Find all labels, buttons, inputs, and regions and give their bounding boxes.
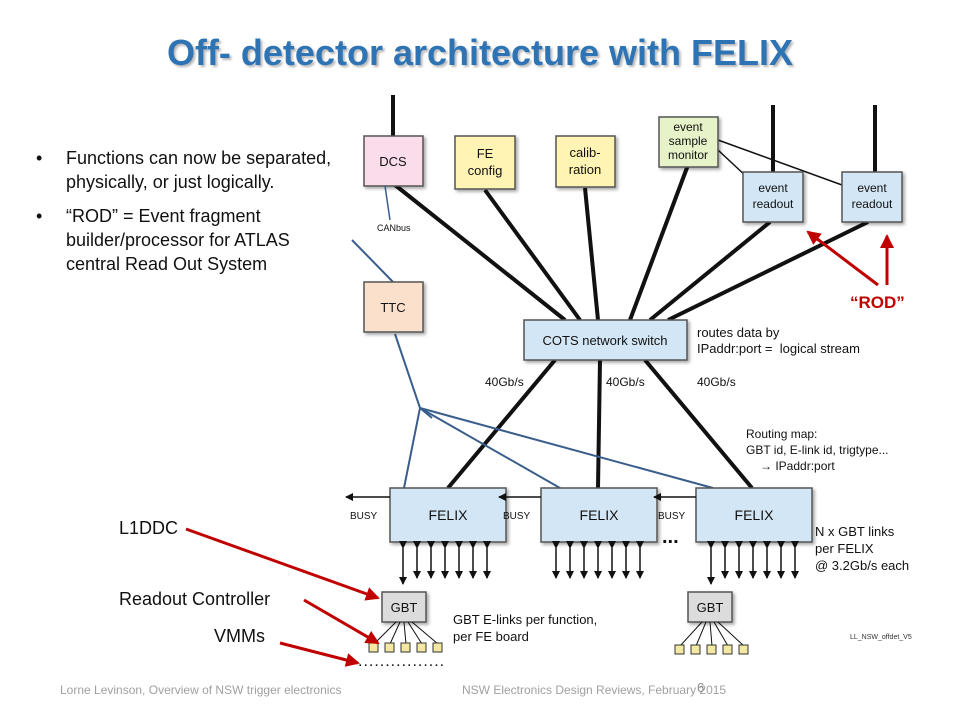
busy-label-3: BUSY: [658, 511, 686, 522]
gbt-box-1: GBT: [381, 591, 427, 623]
event-readout-box-2: event readout: [841, 171, 903, 223]
ttc-felix2-line: [419, 407, 561, 489]
felix-ellipsis: ...: [662, 526, 679, 548]
monitor-readout2-line: [717, 139, 843, 186]
l1ddc-label: L1DDC: [119, 518, 179, 538]
canbus-label: CANbus: [377, 223, 411, 233]
bullet-item: Functions can now be separated, physical…: [36, 146, 336, 194]
busy-label-2: BUSY: [503, 511, 531, 522]
dcs-switch-line: [393, 183, 567, 322]
gbt-links-note-1: N x GBT links: [815, 524, 895, 539]
fe-config-label-1: FE: [477, 146, 494, 161]
ttc-top-line: [351, 239, 394, 283]
monitor-label-3: monitor: [668, 148, 708, 162]
ttc-label: TTC: [380, 300, 405, 315]
monitor-switch-line: [628, 164, 690, 321]
vmms-label: VMMs: [214, 626, 265, 646]
routing-map-1: Routing map:: [746, 427, 817, 441]
felix-label: FELIX: [580, 507, 620, 523]
monitor-label-1: event: [673, 120, 703, 134]
bullet-list: Functions can now be separated, physical…: [36, 146, 336, 286]
ttc-arrow-line: [419, 407, 433, 419]
calibration-label-1: calib-: [569, 145, 600, 160]
elinks-note-2: per FE board: [453, 629, 529, 644]
felix-box-3: FELIX: [695, 487, 813, 543]
busy-label-1: BUSY: [350, 511, 378, 522]
fe-config-box: FE config: [454, 135, 516, 190]
routing-map-2: GBT id, E-link id, trigtype...: [746, 443, 889, 457]
l1ddc-arrow: [185, 527, 380, 601]
vmm-dotted-row: ................: [358, 653, 445, 670]
vmms-arrow: [279, 641, 360, 667]
felix-label: FELIX: [429, 507, 469, 523]
footer-left: Lorne Levinson, Overview of NSW trigger …: [60, 683, 342, 697]
gbt-link-arrows: [399, 541, 799, 585]
elink-boxes: [368, 642, 749, 655]
event-sample-monitor-box: event sample monitor: [658, 116, 719, 168]
footer-center: NSW Electronics Design Reviews, February…: [462, 683, 727, 697]
label-arrows: [185, 527, 380, 667]
bullet-item: “ROD” = Event fragment builder/processor…: [36, 204, 336, 276]
routes-note-1: routes data by: [697, 325, 780, 340]
readout-controller-label: Readout Controller: [119, 589, 271, 609]
readout1-switch-line: [648, 220, 772, 322]
gbt-label: GBT: [697, 600, 724, 615]
figure-id: LL_NSW_offdet_V5: [850, 634, 912, 641]
felix-box-1: FELIX: [389, 487, 507, 543]
felix-links: [446, 358, 754, 490]
switch-label: COTS network switch: [543, 333, 668, 348]
gbt-label: GBT: [391, 600, 418, 615]
top-links: [391, 95, 877, 172]
readout-controller-arrow: [303, 598, 380, 645]
felix-box-2: FELIX: [540, 487, 658, 543]
network-switch-box: COTS network switch: [523, 319, 688, 361]
event-readout-box-1: event readout: [742, 171, 804, 223]
rod-label: “ROD”: [850, 293, 905, 312]
readout1-label-1: event: [758, 181, 788, 195]
gbt-links-note-3: @ 3.2Gb/s each: [815, 558, 909, 573]
calib-switch-line: [583, 187, 600, 321]
rod-arrows: [806, 230, 894, 287]
switch-felix2-line: [596, 359, 602, 489]
switch-felix3-line: [643, 358, 754, 490]
ttc-box: TTC: [363, 281, 424, 333]
link-speed-2: 40Gb/s: [606, 375, 645, 389]
ttc-felix3-line: [419, 407, 714, 489]
switch-links: [393, 164, 869, 322]
readout2-switch-line: [667, 220, 869, 322]
ttc-lines: [351, 239, 714, 489]
ttc-main-line: [394, 333, 422, 489]
elinks-note-1: GBT E-links per function,: [453, 612, 597, 627]
fe-switch-line: [483, 188, 582, 322]
readout2-label-2: readout: [852, 197, 893, 211]
readout2-label-1: event: [857, 181, 887, 195]
rod-arrow-1: [806, 230, 879, 287]
routes-note-2: IPaddr:port = logical stream: [697, 341, 860, 356]
slide-title: Off- detector architecture with FELIX: [166, 32, 794, 73]
fe-config-label-2: config: [468, 163, 503, 178]
link-speed-3: 40Gb/s: [697, 375, 736, 389]
dcs-label: DCS: [379, 154, 407, 169]
calibration-box: calib- ration: [555, 135, 616, 188]
switch-felix1-line: [446, 358, 557, 490]
readout1-label-2: readout: [753, 197, 794, 211]
page-number: 6: [697, 680, 705, 695]
dcs-box: DCS: [363, 135, 424, 187]
gbt-box-2: GBT: [687, 591, 733, 623]
routing-map-3: → IPaddr:port: [760, 459, 835, 473]
canbus-line: [384, 185, 391, 221]
link-speed-1: 40Gb/s: [485, 375, 524, 389]
monitor-label-2: sample: [669, 134, 708, 148]
gbt-links-note-2: per FELIX: [815, 541, 874, 556]
felix-label: FELIX: [735, 507, 775, 523]
calibration-label-2: ration: [569, 162, 602, 177]
